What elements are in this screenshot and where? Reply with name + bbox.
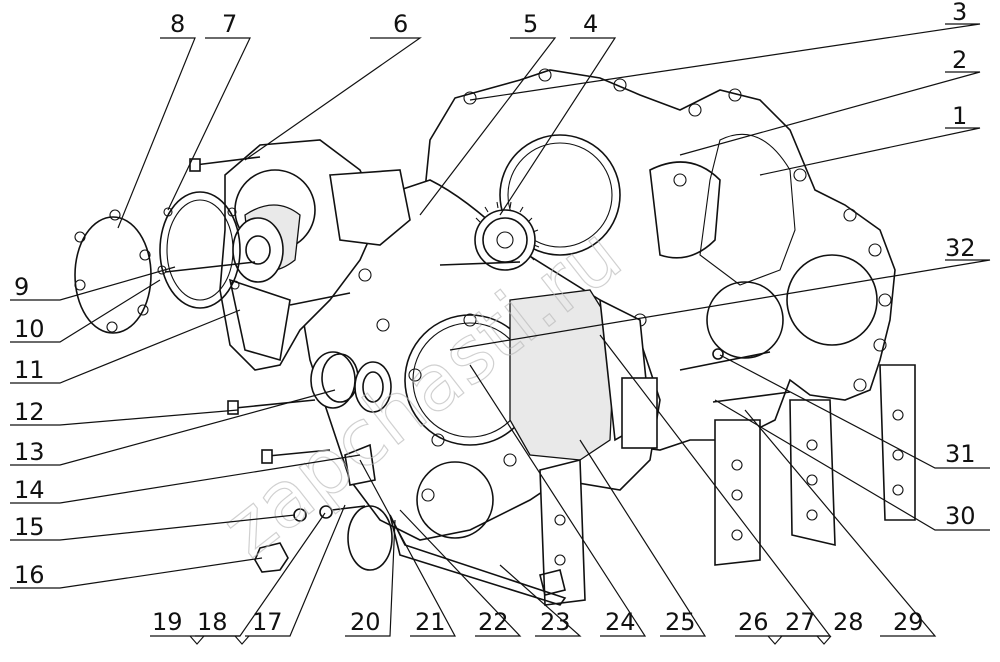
o-ring: [347, 505, 393, 571]
label-2: 2: [952, 46, 967, 74]
label-30: 30: [945, 502, 976, 530]
group-marks: [189, 635, 832, 645]
rib-plate: [699, 133, 796, 286]
label-1: 1: [952, 102, 967, 130]
label-28: 28: [833, 608, 864, 636]
label-5: 5: [523, 10, 538, 38]
label-32: 32: [945, 234, 976, 262]
label-21: 21: [415, 608, 446, 636]
mounting-brackets: [714, 364, 916, 566]
label-19: 19: [152, 608, 183, 636]
label-12: 12: [14, 398, 45, 426]
label-11: 11: [14, 356, 45, 384]
label-23: 23: [540, 608, 571, 636]
lower-bracket: [539, 458, 586, 606]
label-29: 29: [893, 608, 924, 636]
label-16: 16: [14, 561, 45, 589]
label-4: 4: [583, 10, 598, 38]
label-14: 14: [14, 476, 45, 504]
oil-seal: [354, 361, 392, 413]
label-20: 20: [350, 608, 381, 636]
label-10: 10: [14, 315, 45, 343]
leader-lines: [10, 23, 991, 637]
cover-plate-8: [74, 209, 152, 334]
label-6: 6: [393, 10, 408, 38]
label-15: 15: [14, 513, 45, 541]
label-13: 13: [14, 438, 45, 466]
part-labels: 8 7 6 5 4 3 2 1 32 9 10 11 12 13 14 15 1…: [14, 0, 976, 636]
label-3: 3: [952, 0, 967, 26]
label-7: 7: [222, 10, 237, 38]
belt: [389, 514, 567, 606]
shafts-and-bolts: [164, 156, 791, 464]
label-8: 8: [170, 10, 185, 38]
label-31: 31: [945, 440, 976, 468]
label-26: 26: [738, 608, 769, 636]
label-27: 27: [785, 608, 816, 636]
label-9: 9: [14, 273, 29, 301]
label-25: 25: [665, 608, 696, 636]
pump-body: [509, 289, 658, 461]
label-24: 24: [605, 608, 636, 636]
label-22: 22: [478, 608, 509, 636]
label-17: 17: [252, 608, 283, 636]
label-18: 18: [197, 608, 228, 636]
